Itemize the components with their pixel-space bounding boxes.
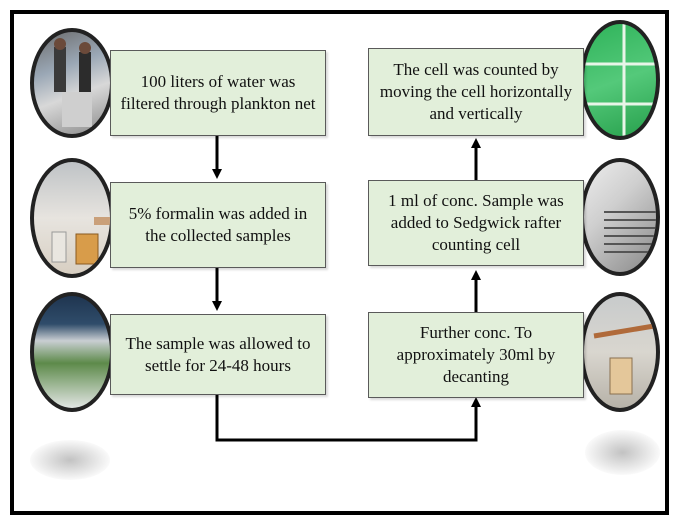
people-filtering-water-photo	[30, 28, 114, 138]
step-box-add-formalin: 5% formalin was added in the collected s…	[110, 182, 326, 268]
arrow-3-to-4	[215, 395, 481, 442]
photo-shadow	[585, 430, 660, 475]
photo-shadow	[30, 440, 110, 480]
step-box-filter-water: 100 liters of water was filtered through…	[110, 50, 326, 136]
sedgwick-rafter-cell-photo	[580, 158, 660, 276]
step-box-decant-sample: Further conc. To approximately 30ml by d…	[368, 312, 584, 398]
step-box-count-cells: The cell was counted by moving the cell …	[368, 48, 584, 136]
microscope-cells-photo	[580, 20, 660, 140]
step-box-sedgwick-cell: 1 ml of conc. Sample was added to Sedgwi…	[368, 180, 584, 266]
step-box-settle-sample: The sample was allowed to settle for 24-…	[110, 314, 326, 395]
